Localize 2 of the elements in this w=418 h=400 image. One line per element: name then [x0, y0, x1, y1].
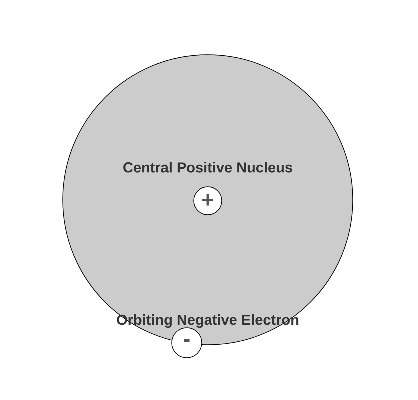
particle-label: Central Positive Nucleus	[124, 162, 292, 173]
orbit-circle	[62, 54, 354, 346]
